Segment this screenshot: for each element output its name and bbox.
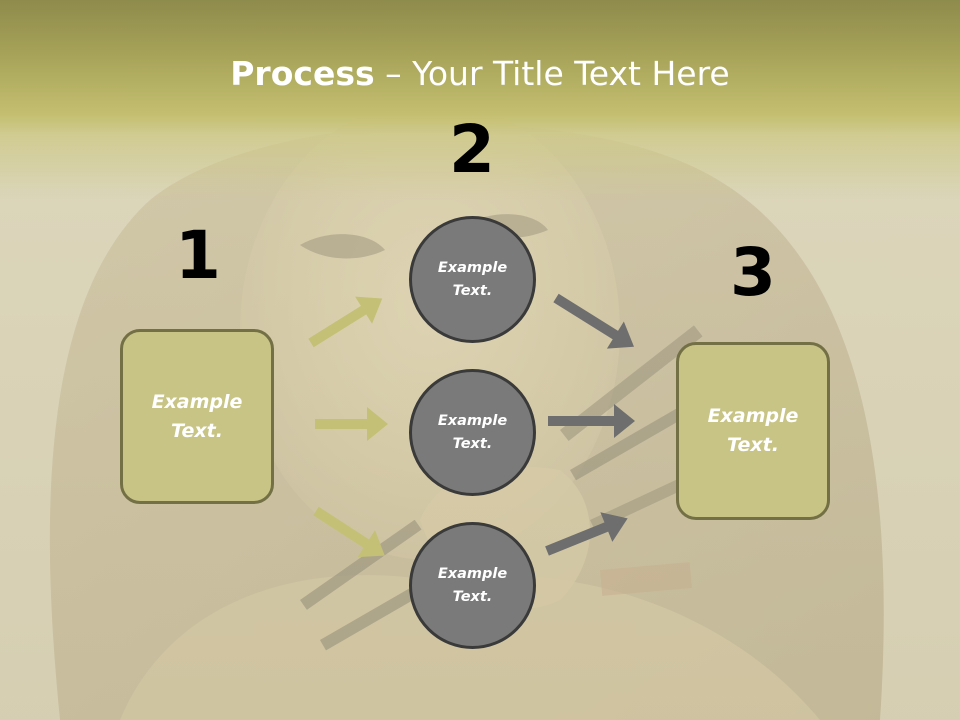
- step2-circle-2: Example Text.: [409, 369, 536, 496]
- title-band: [0, 0, 960, 200]
- step2-circle-3-text: Example Text.: [437, 565, 508, 605]
- step2-circle-1-text: Example Text.: [437, 259, 508, 299]
- title-bold: Process: [230, 54, 375, 93]
- arrow-box1-to-circle3: [313, 506, 385, 558]
- step1-text: Example Text.: [151, 390, 243, 442]
- arrow-circle3-to-box3: [545, 512, 628, 556]
- step1-box: Example Text.: [120, 329, 274, 504]
- step-number-2: 2: [449, 111, 495, 188]
- step-number-1: 1: [175, 217, 221, 294]
- arrow-box1-to-circle2: [315, 407, 388, 441]
- step2-circle-2-text: Example Text.: [437, 412, 508, 452]
- title-rest: – Your Title Text Here: [374, 54, 730, 93]
- arrow-box1-to-circle1: [308, 296, 383, 348]
- step2-circle-1: Example Text.: [409, 216, 536, 343]
- step-number-3: 3: [730, 234, 776, 311]
- step3-text: Example Text.: [707, 405, 799, 456]
- arrow-circle2-to-box3: [548, 404, 635, 438]
- step3-box: Example Text.: [676, 342, 830, 520]
- arrow-circle1-to-box3: [553, 293, 635, 349]
- slide-title: Process – Your Title Text Here: [0, 52, 960, 96]
- step2-circle-3: Example Text.: [409, 522, 536, 649]
